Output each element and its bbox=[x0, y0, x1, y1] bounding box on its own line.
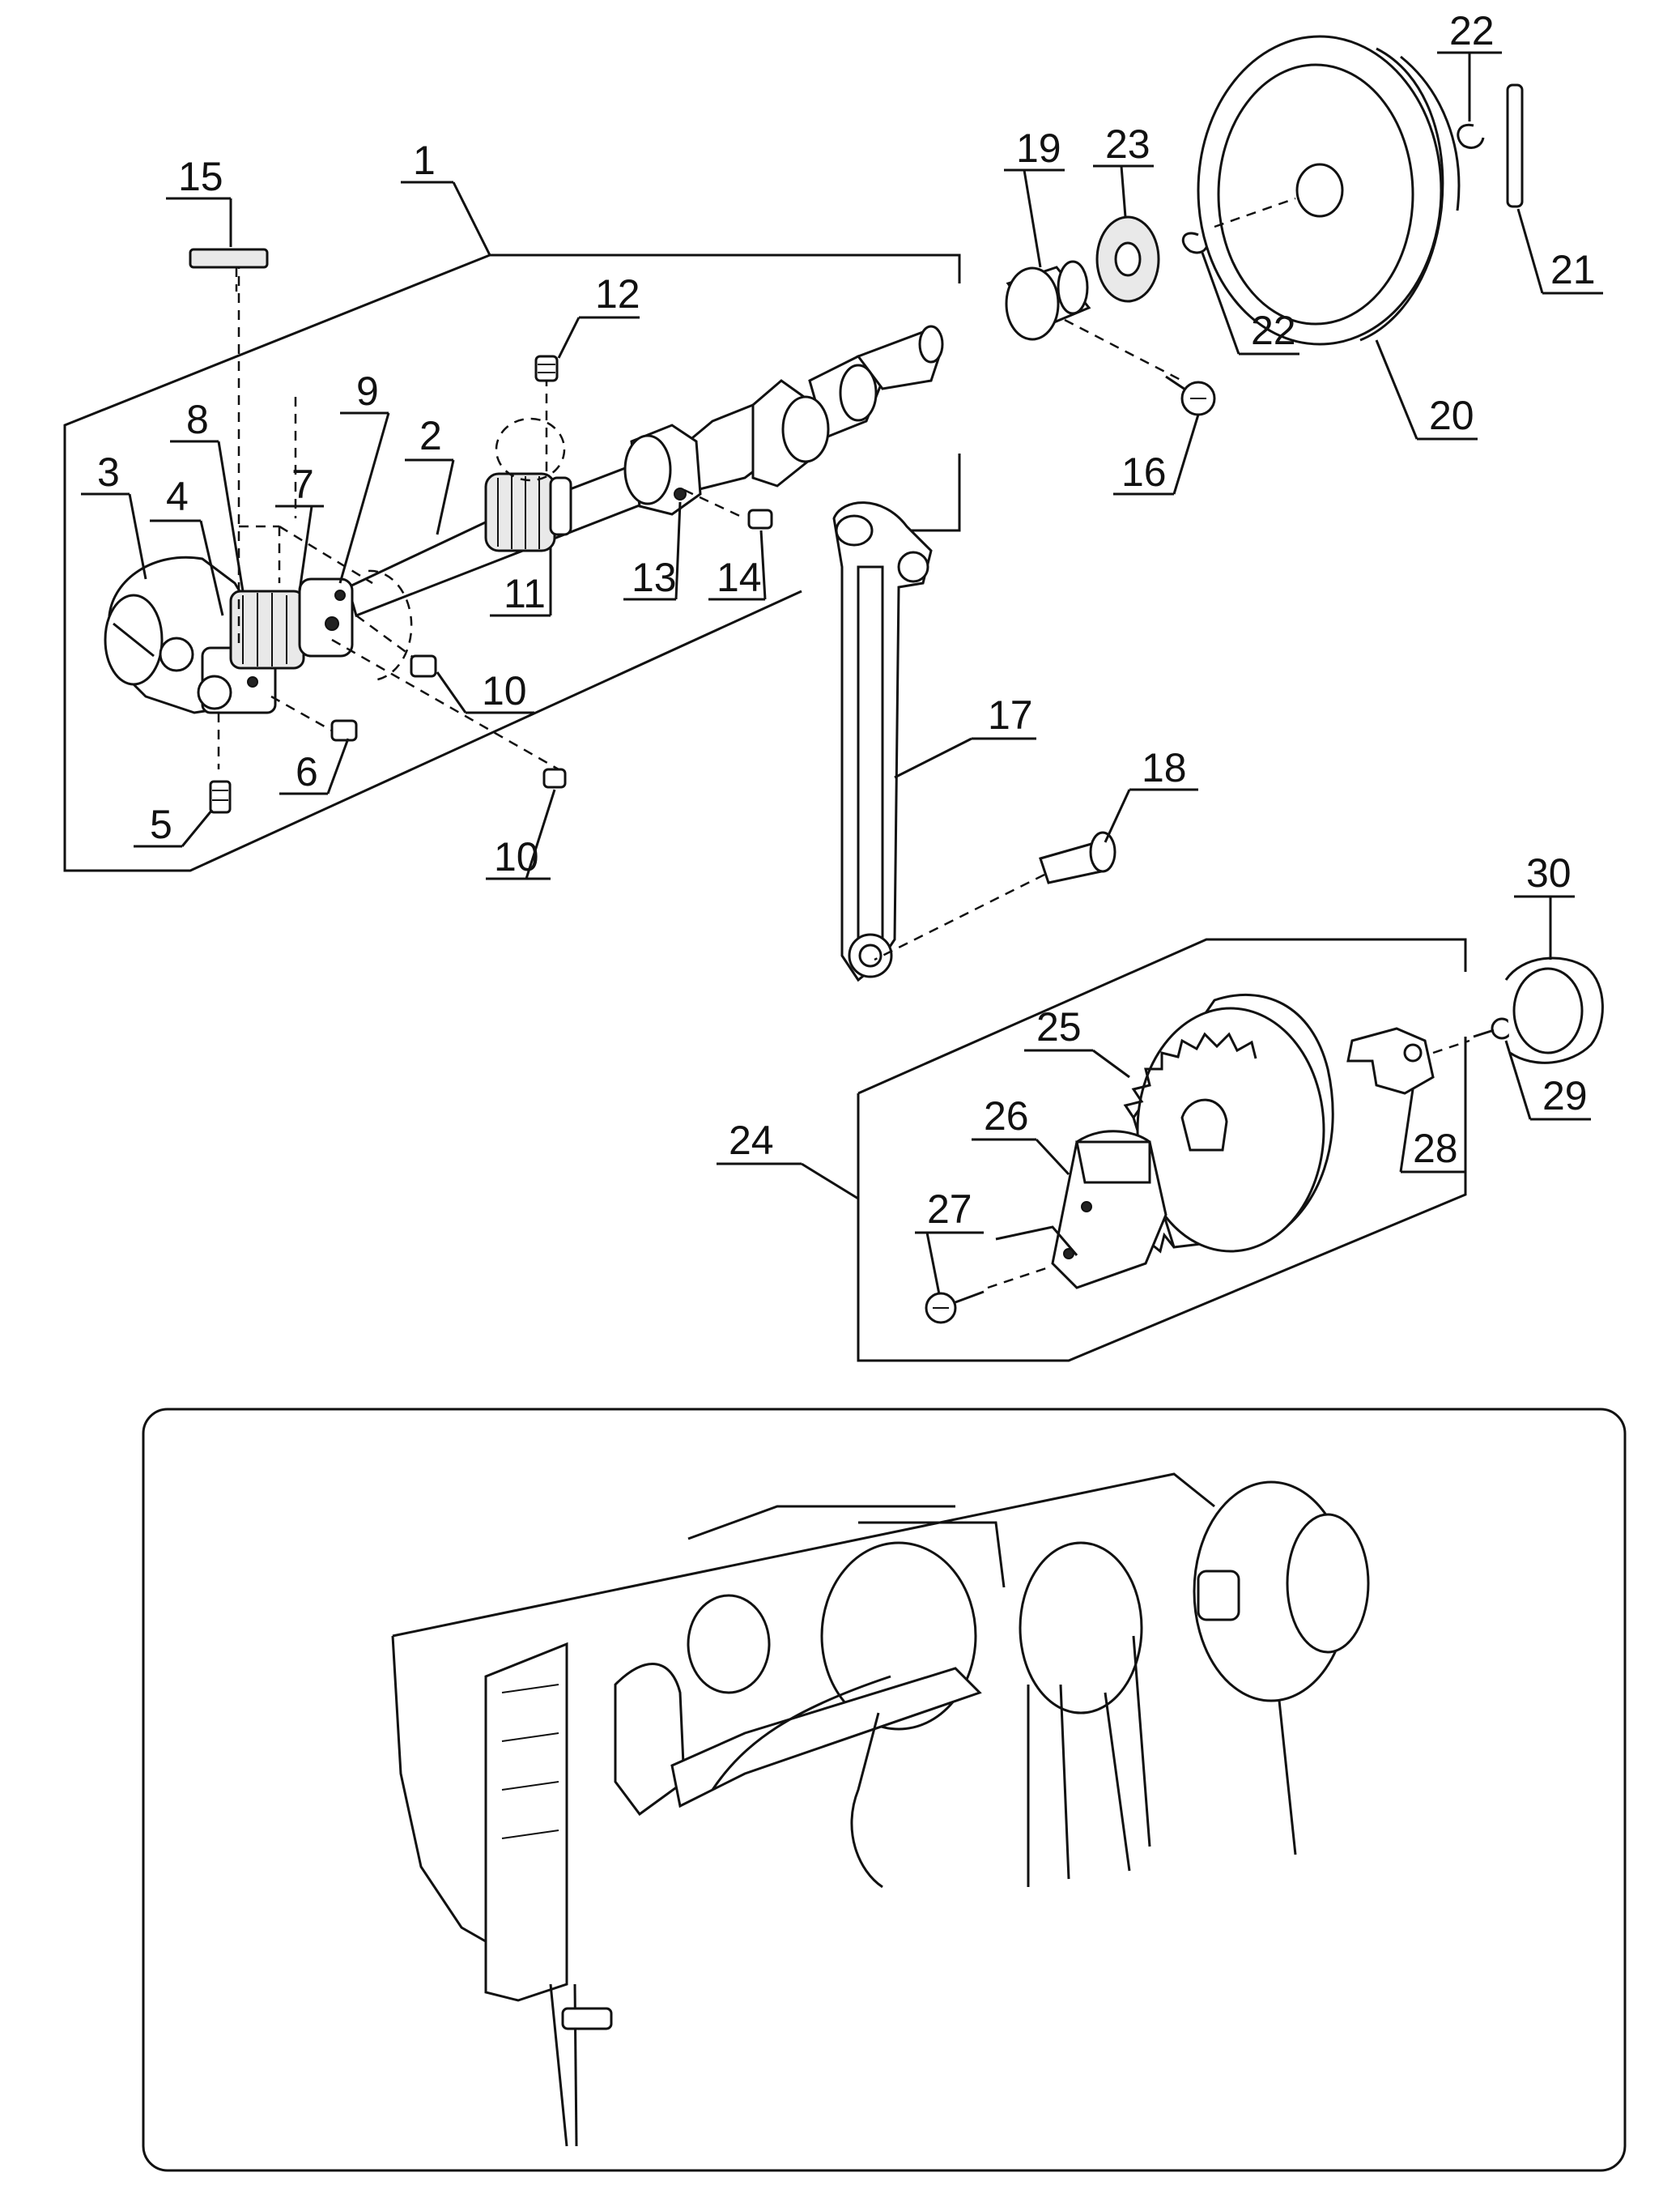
assembly-frame-24 bbox=[857, 938, 1467, 1362]
svg-text:10: 10 bbox=[482, 668, 527, 713]
pulley-20 bbox=[1197, 35, 1461, 346]
callout-30: 30 bbox=[1514, 850, 1575, 960]
svg-text:17: 17 bbox=[988, 692, 1033, 738]
svg-text:23: 23 bbox=[1105, 121, 1150, 167]
svg-text:2: 2 bbox=[419, 413, 442, 458]
bushing-19 bbox=[1005, 260, 1183, 382]
svg-text:21: 21 bbox=[1550, 247, 1596, 292]
callout-13: 13 bbox=[623, 501, 682, 601]
guide-lines-1 bbox=[217, 259, 746, 771]
svg-text:11: 11 bbox=[504, 571, 546, 616]
callout-24: 24 bbox=[717, 1118, 859, 1200]
coupling-assembly bbox=[104, 556, 354, 714]
callout-10b: 10 bbox=[486, 789, 556, 880]
screw-29 bbox=[1473, 1017, 1513, 1040]
e-ring-22-lower bbox=[1181, 232, 1210, 254]
worm-gear bbox=[484, 472, 572, 552]
svg-text:9: 9 bbox=[356, 368, 379, 414]
callout-11: 11 bbox=[490, 547, 552, 617]
callout-2: 2 bbox=[405, 413, 455, 535]
washer-23 bbox=[1095, 215, 1160, 303]
svg-text:14: 14 bbox=[717, 555, 762, 600]
svg-text:19: 19 bbox=[1016, 126, 1061, 171]
callout-4: 4 bbox=[150, 474, 224, 616]
cam-26 bbox=[995, 1130, 1167, 1289]
svg-text:1: 1 bbox=[413, 138, 436, 183]
rod-pin bbox=[874, 831, 1116, 961]
svg-text:27: 27 bbox=[927, 1186, 972, 1232]
callout-20: 20 bbox=[1375, 339, 1478, 441]
callout-25: 25 bbox=[1024, 1004, 1130, 1079]
svg-text:16: 16 bbox=[1121, 449, 1167, 495]
svg-text:29: 29 bbox=[1542, 1073, 1588, 1118]
callout-1: 1 bbox=[401, 138, 491, 256]
svg-text:20: 20 bbox=[1429, 393, 1474, 438]
bracket-28 bbox=[1346, 1027, 1470, 1095]
svg-text:28: 28 bbox=[1413, 1126, 1458, 1171]
svg-text:7: 7 bbox=[291, 462, 314, 507]
svg-text:22: 22 bbox=[1251, 308, 1296, 353]
svg-text:30: 30 bbox=[1526, 850, 1572, 896]
shaft-collar bbox=[623, 424, 702, 516]
svg-text:15: 15 bbox=[178, 154, 223, 199]
svg-text:25: 25 bbox=[1036, 1004, 1082, 1050]
svg-text:22: 22 bbox=[1449, 8, 1495, 53]
key-21 bbox=[1506, 83, 1524, 208]
callout-17: 17 bbox=[894, 692, 1036, 779]
machine-inset bbox=[142, 1408, 1627, 2172]
callout-22b: 22 bbox=[1201, 252, 1299, 356]
callout-9: 9 bbox=[338, 368, 390, 584]
callout-10a: 10 bbox=[436, 668, 534, 714]
callout-21: 21 bbox=[1516, 208, 1603, 295]
callout-19: 19 bbox=[1004, 126, 1065, 268]
svg-text:26: 26 bbox=[984, 1093, 1029, 1139]
svg-text:3: 3 bbox=[97, 449, 120, 495]
svg-text:4: 4 bbox=[166, 474, 189, 519]
svg-text:24: 24 bbox=[729, 1118, 774, 1163]
callout-5: 5 bbox=[134, 802, 214, 848]
callout-3: 3 bbox=[81, 449, 147, 580]
callout-29: 29 bbox=[1504, 1040, 1591, 1121]
svg-text:6: 6 bbox=[296, 749, 318, 794]
screw-16 bbox=[1165, 375, 1216, 416]
svg-text:5: 5 bbox=[150, 802, 172, 847]
callout-15: 15 bbox=[166, 154, 232, 247]
callout-12: 12 bbox=[557, 271, 640, 359]
callout-26: 26 bbox=[972, 1093, 1070, 1176]
callout-23: 23 bbox=[1093, 121, 1154, 218]
set-screws bbox=[189, 248, 773, 814]
svg-text:12: 12 bbox=[595, 271, 640, 317]
callout-27: 27 bbox=[915, 1186, 984, 1295]
svg-text:8: 8 bbox=[186, 397, 209, 442]
callout-8: 8 bbox=[170, 397, 245, 592]
callout-7: 7 bbox=[275, 462, 324, 592]
callout-6: 6 bbox=[279, 738, 350, 795]
cap-30 bbox=[1504, 956, 1604, 1064]
cam-25 bbox=[1099, 993, 1334, 1259]
svg-text:18: 18 bbox=[1142, 745, 1187, 790]
callout-18: 18 bbox=[1104, 745, 1198, 843]
callout-16: 16 bbox=[1113, 414, 1200, 496]
svg-text:13: 13 bbox=[632, 555, 677, 600]
callout-14: 14 bbox=[708, 530, 767, 601]
screw-27 bbox=[925, 1266, 1049, 1324]
e-ring-22-upper bbox=[1457, 123, 1485, 149]
callout-28: 28 bbox=[1399, 1088, 1465, 1174]
callouts: 1 2 3 4 5 6 7 bbox=[81, 8, 1603, 1295]
svg-text:10: 10 bbox=[494, 834, 539, 880]
callout-22a: 22 bbox=[1437, 8, 1502, 121]
connecting-rod bbox=[832, 501, 933, 982]
